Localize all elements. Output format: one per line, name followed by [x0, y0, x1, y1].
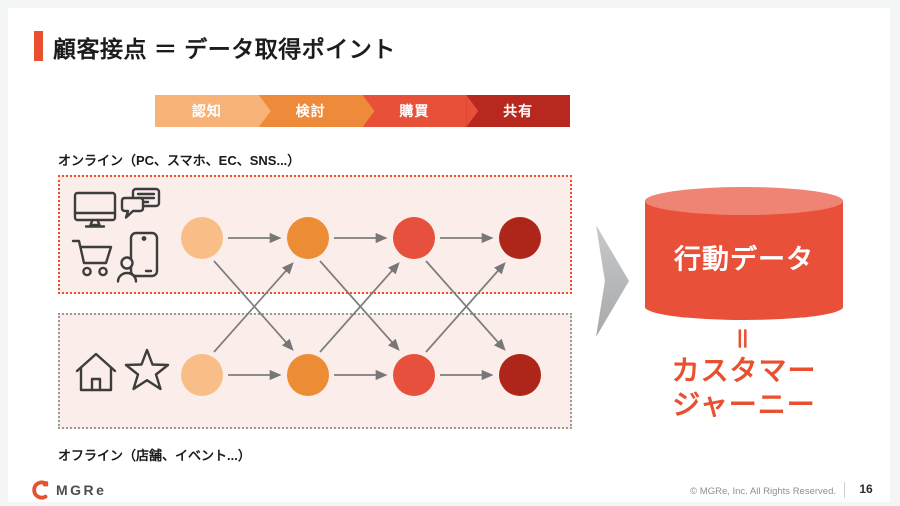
funnel-stage-purchase: 購買 — [362, 95, 467, 127]
chat-bubbles-icon — [118, 186, 162, 226]
home-icon — [72, 350, 120, 392]
page-number: 16 — [859, 482, 873, 496]
mgre-logo: MGRe — [30, 480, 106, 500]
caption-line-1: カスタマー — [671, 355, 817, 386]
journey-node-offline-share — [499, 354, 541, 396]
journey-node-online-consideration — [287, 217, 329, 259]
funnel-stage-label: 検討 — [295, 103, 326, 119]
database-cylinder-icon: 行動データ — [645, 187, 843, 320]
footer-divider — [844, 482, 845, 498]
caption-line-2: ジャーニー — [672, 389, 816, 420]
journey-node-online-awareness — [181, 217, 223, 259]
star-icon — [124, 348, 170, 392]
funnel-stage-consideration: 検討 — [258, 95, 363, 127]
slide-canvas: 顧客接点 ＝ データ取得ポイント 認知 検討 購買 共有 オンライン（PC、スマ… — [8, 8, 890, 502]
transition-arrow-icon — [596, 225, 629, 337]
journey-node-online-share — [499, 217, 541, 259]
offline-row-label: オフライン（店舗、イベント...） — [58, 448, 251, 463]
customer-journey-caption: カスタマー ジャーニー — [645, 354, 843, 422]
journey-node-online-purchase — [393, 217, 435, 259]
database-label: 行動データ — [674, 244, 814, 275]
shopping-cart-icon — [70, 236, 116, 280]
page-title: 顧客接点 ＝ データ取得ポイント — [53, 36, 396, 62]
funnel-stage-share: 共有 — [466, 95, 570, 127]
journey-node-offline-awareness — [181, 354, 223, 396]
equals-symbol: ＝ — [727, 326, 755, 350]
mobile-user-icon — [116, 230, 162, 284]
funnel-stage-label: 購買 — [399, 103, 430, 119]
funnel-stage-bar: 認知 検討 購買 共有 — [155, 95, 570, 127]
journey-node-offline-consideration — [287, 354, 329, 396]
title-accent-bar — [34, 31, 43, 61]
journey-node-offline-purchase — [393, 354, 435, 396]
funnel-stage-label: 共有 — [503, 103, 534, 119]
copyright-text: © MGRe, Inc. All Rights Reserved. — [690, 486, 836, 497]
online-row-label: オンライン（PC、スマホ、EC、SNS...） — [58, 153, 301, 168]
desktop-monitor-icon — [72, 190, 118, 230]
funnel-stage-label: 認知 — [191, 103, 222, 119]
mgre-logo-icon — [32, 480, 49, 500]
funnel-stage-awareness: 認知 — [155, 95, 259, 127]
mgre-logo-text: MGRe — [56, 482, 107, 498]
